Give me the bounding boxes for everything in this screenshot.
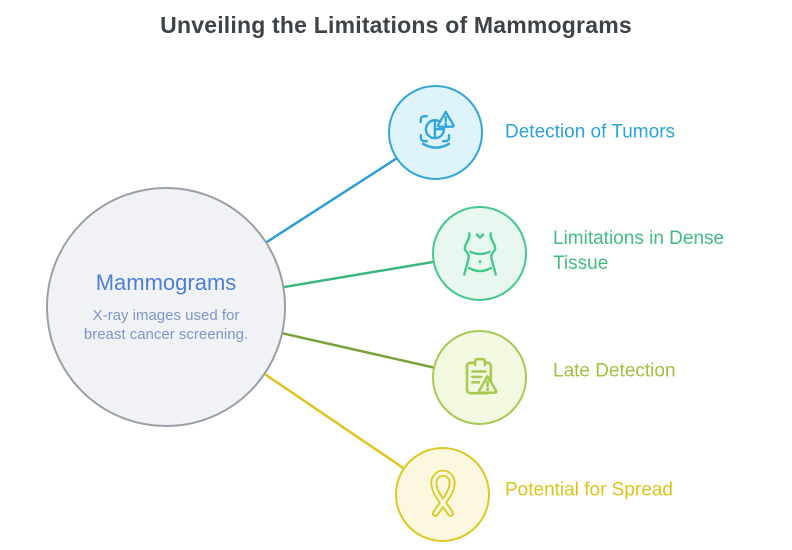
node-label-limitations-dense-tissue: Limitations in Dense Tissue bbox=[553, 228, 725, 274]
node-label-potential-for-spread: Potential for Spread bbox=[505, 479, 673, 501]
female-torso-icon bbox=[462, 231, 497, 276]
clipboard-warning-icon bbox=[465, 357, 498, 394]
page-title: Unveiling the Limitations of Mammograms bbox=[160, 12, 632, 38]
center-node-subtitle: X-ray images used for breast cancer scre… bbox=[83, 307, 249, 343]
node-label-late-detection: Late Detection bbox=[553, 360, 676, 382]
node-potential-for-spread bbox=[395, 447, 490, 542]
tumor-scan-warning-icon bbox=[419, 110, 455, 149]
node-detection-of-tumors bbox=[388, 85, 483, 180]
node-late-detection bbox=[432, 330, 527, 425]
node-label-detection-of-tumors: Detection of Tumors bbox=[505, 121, 676, 143]
center-node-title: Mammograms bbox=[95, 270, 237, 295]
center-node: Mammograms X-ray images used for breast … bbox=[46, 187, 286, 427]
awareness-ribbon-icon bbox=[429, 469, 456, 517]
node-limitations-dense-tissue bbox=[432, 206, 527, 301]
